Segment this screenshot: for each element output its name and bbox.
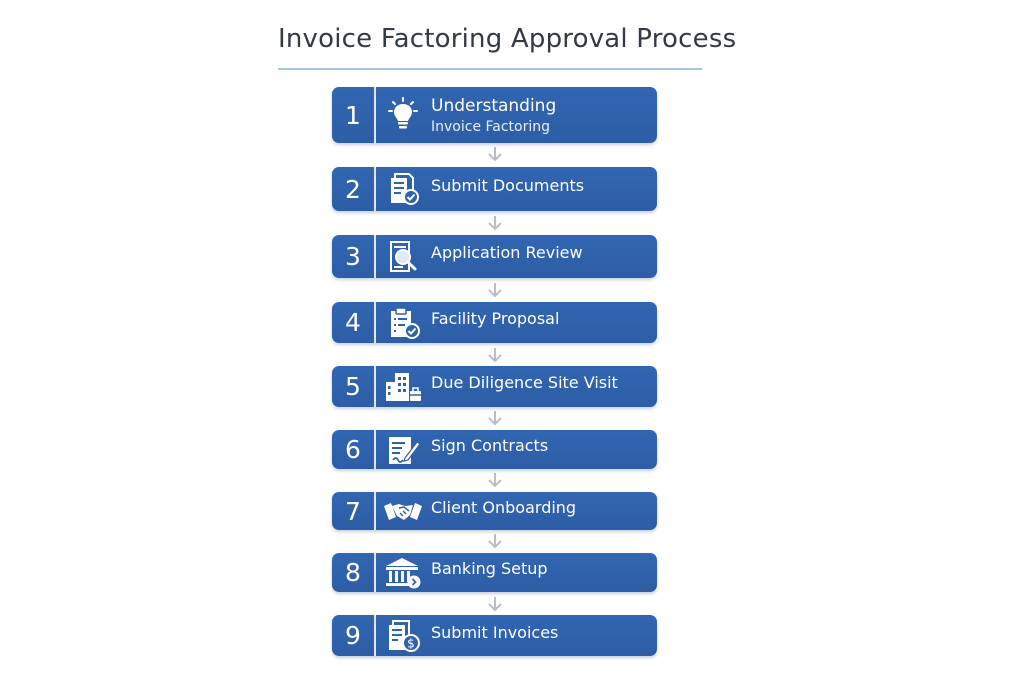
step-label: Application Review [431,243,583,262]
step-3: 3 Application Review [332,235,657,278]
step-label: Facility Proposal [431,309,560,328]
down-arrow-icon [486,472,504,488]
down-arrow-icon [486,410,504,426]
handshake-icon [382,494,424,528]
step-divider [374,302,376,343]
down-arrow-icon [486,282,504,298]
magnifier-document-icon [382,240,424,274]
step-8: 8 Banking Setup [332,553,657,592]
step-number: 3 [345,242,361,271]
down-arrow-icon [486,596,504,612]
title-underline [278,68,702,70]
documents-check-icon [382,172,424,206]
step-label: Sign Contracts [431,436,549,455]
down-arrow-icon [486,533,504,549]
step-divider [374,615,376,656]
step-divider [374,167,376,211]
step-5: 5 Due Diligence Site Visit [332,366,657,407]
step-divider [374,235,376,278]
svg-text:$: $ [407,637,415,651]
down-arrow-icon [486,215,504,231]
step-number: 7 [345,496,361,526]
lightbulb-icon [382,97,424,131]
step-divider [374,366,376,407]
invoice-dollar-icon: $ [382,619,424,653]
step-number: 6 [345,435,361,464]
step-number: 8 [345,558,361,587]
down-arrow-icon [486,146,504,162]
step-9: 9 $ Submit Invoices [332,615,657,656]
down-arrow-icon [486,347,504,363]
step-divider [374,492,376,530]
step-divider [374,87,376,143]
step-6: 6 Sign Contracts [332,430,657,469]
contract-pen-icon [382,433,424,467]
step-1: 1 Understanding Invoice Factoring [332,87,657,143]
step-label: Submit Documents [431,176,585,195]
step-label: Client Onboarding [431,498,577,517]
step-number: 4 [345,308,361,337]
bank-icon [382,556,424,590]
page-title: Invoice Factoring Approval Process [278,24,737,54]
step-sublabel: Invoice Factoring [431,119,551,135]
step-number: 5 [345,372,361,401]
step-number: 1 [345,100,361,130]
step-label: Understanding [431,96,557,116]
step-number: 2 [345,174,361,204]
step-label: Due Diligence Site Visit [431,373,618,392]
step-number: 9 [345,621,361,650]
clipboard-check-icon [382,306,424,340]
step-4: 4 Facility Proposal [332,302,657,343]
buildings-icon [382,370,424,404]
step-label: Submit Invoices [431,623,559,642]
step-divider [374,553,376,592]
step-7: 7 Client Onboarding [332,492,657,530]
step-divider [374,430,376,469]
step-2: 2 Submit Documents [332,167,657,211]
step-label: Banking Setup [431,559,548,578]
